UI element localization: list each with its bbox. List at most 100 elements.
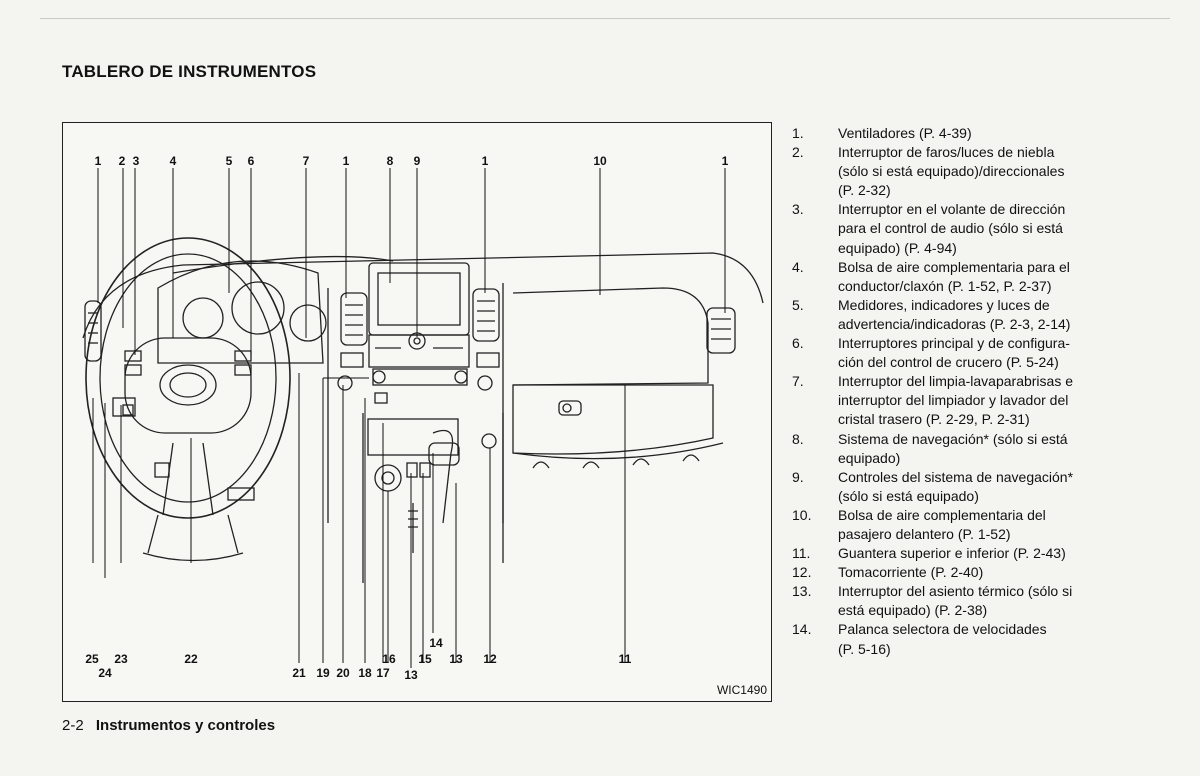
callout-top-6: 6	[248, 154, 255, 168]
dashboard-illustration: 1 2 3 4 5 6 7 1 8 9 1 10 1 25 24 23 22 2…	[62, 122, 772, 702]
legend-item-line: interruptor del limpiador y lavador del	[838, 392, 1069, 409]
legend-item: 11. Guantera superior e inferior (P. 2-43…	[792, 544, 1172, 563]
legend-item-number: 12.	[792, 564, 812, 581]
legend-item-number: 4.	[792, 258, 804, 275]
legend-item-number: 11.	[792, 545, 811, 562]
callout-top-1b: 1	[343, 154, 350, 168]
legend-item-line: Interruptor de faros/luces de niebla	[838, 144, 1055, 161]
legend-item-line: pasajero delantero (P. 1-52)	[838, 525, 1011, 542]
legend-item-line: Bolsa de aire complementaria para el	[838, 258, 1070, 275]
legend-item: 6. Interruptores principal y de configura…	[792, 334, 1172, 372]
callout-bottom-19: 19	[316, 666, 330, 680]
legend-item-line: (sólo si está equipado)/direccionales	[838, 163, 1065, 180]
legend-item-number: 13.	[792, 583, 812, 600]
legend-item-text: Bolsa de aire complementaria para el cond…	[838, 258, 1172, 296]
legend-list: 1. Ventiladores (P. 4-39) 2. Interruptor de…	[792, 124, 1172, 659]
callout-bottom-18: 18	[358, 666, 372, 680]
callout-bottom-21: 21	[292, 666, 306, 680]
legend-item-line: Interruptor del asiento térmico (sólo si	[838, 583, 1073, 600]
legend-item-line: para el control de audio (sólo si está	[838, 220, 1063, 237]
legend-item-line: Ventiladores (P. 4-39)	[838, 125, 972, 141]
legend-item: 5. Medidores, indicadores y luces de adver…	[792, 296, 1172, 334]
legend-item-text: Tomacorriente (P. 2-40)	[838, 563, 1172, 582]
callout-bottom-11: 11	[619, 652, 632, 666]
callout-labels: 1 2 3 4 5 6 7 1 8 9 1 10 1 25 24 23 22 2…	[85, 154, 728, 682]
callout-bottom-13b: 13	[449, 652, 463, 666]
legend-item-number: 1.	[792, 125, 804, 141]
leader-lines	[92, 168, 726, 668]
callout-bottom-13a: 13	[404, 668, 418, 682]
callout-bottom-25: 25	[85, 652, 99, 666]
legend-item: 9. Controles del sistema de navegación* (s…	[792, 468, 1172, 506]
figure-code: WIC1490	[716, 683, 767, 697]
callout-top-2: 2	[119, 154, 126, 168]
legend-item-text: Interruptor de faros/luces de niebla (sól…	[838, 143, 1172, 200]
legend-item-line: equipado) (P. 4-94)	[838, 239, 957, 256]
legend-item-number: 8.	[792, 430, 804, 447]
legend-item: 7.Interruptor del limpia-lavaparabrisas …	[792, 372, 1172, 429]
legend-item: 14. Palanca selectora de velocidades (P. 5…	[792, 620, 1172, 658]
legend-item-line: Interruptor en el volante de dirección	[838, 201, 1066, 218]
legend-item-number: 6.	[792, 335, 804, 352]
callout-top-1c: 1	[482, 154, 489, 168]
callout-bottom-12: 12	[483, 652, 497, 666]
callout-top-10: 10	[593, 154, 607, 168]
dashboard-linework	[82, 237, 764, 583]
callout-top-1d: 1	[722, 154, 729, 168]
legend-item: 1. Ventiladores (P. 4-39)	[792, 124, 1172, 143]
legend-item-number: 14.	[792, 621, 812, 638]
legend-item-line: Palanca selectora de velocidades	[838, 621, 1047, 638]
legend-item-line: ción del control de crucero (P. 5-24)	[838, 354, 1059, 371]
legend-item-line: (P. 5-16)	[838, 640, 891, 657]
legend-item-line: está equipado) (P. 2-38)	[838, 602, 988, 619]
legend-item-line: advertencia/indicadoras (P. 2-3, 2-14)	[838, 315, 1071, 332]
callout-bottom-17: 17	[376, 666, 390, 680]
legend-item-line: Interruptores principal y de configura-	[838, 335, 1070, 352]
legend-item-line: conductor/claxón (P. 1-52, P. 2-37)	[838, 277, 1052, 294]
legend-item-text: Controles del sistema de navegación* (sól…	[838, 468, 1172, 506]
top-rule	[40, 18, 1170, 19]
legend-item-number: 3.	[792, 201, 804, 218]
callout-top-1: 1	[95, 154, 102, 168]
callout-top-8: 8	[387, 154, 394, 168]
callout-bottom-15: 15	[418, 652, 432, 666]
legend-item-line: Guantera superior e inferior (P. 2-43)	[838, 545, 1066, 562]
legend-item-line: Controles del sistema de navegación*	[838, 468, 1074, 485]
callout-top-9: 9	[414, 154, 421, 168]
legend-item-line: Medidores, indicadores y luces de	[838, 296, 1050, 313]
legend-item-number: 5.	[792, 296, 804, 313]
legend-item-text: Interruptor del asiento térmico (sólo si…	[838, 582, 1172, 620]
legend-item: 3. Interruptor en el volante de dirección…	[792, 200, 1172, 257]
legend-item-line: (P. 2-32)	[838, 182, 891, 199]
legend-item-text: Medidores, indicadores y luces de adverte…	[838, 296, 1172, 334]
legend-item-text: Interruptor del limpia-lavaparabrisas e i…	[838, 372, 1172, 429]
legend-item-line: (sólo si está equipado)	[838, 487, 979, 504]
callout-top-7: 7	[303, 154, 310, 168]
section-title: TABLERO DE INSTRUMENTOS	[62, 62, 317, 81]
legend-item-number: 9.	[792, 468, 804, 485]
legend-item: 12. Tomacorriente (P. 2-40)	[792, 563, 1172, 582]
legend-item-line: equipado)	[838, 449, 901, 466]
page-footer: 2-2 Instrumentos y controles	[62, 717, 275, 734]
legend-item-line: Tomacorriente (P. 2-40)	[838, 564, 984, 581]
legend-item-number: 2.	[792, 144, 804, 161]
callout-bottom-16: 16	[382, 652, 396, 666]
callout-top-4: 4	[170, 154, 177, 168]
legend-item-text: Interruptores principal y de configura-c…	[838, 334, 1172, 372]
legend-item: 4. Bolsa de aire complementaria para el co…	[792, 258, 1172, 296]
chapter-title: Instrumentos y controles	[95, 717, 276, 734]
page-number: 2-2	[62, 717, 84, 734]
callout-bottom-20: 20	[336, 666, 350, 680]
callout-bottom-14: 14	[429, 636, 443, 650]
legend-item-text: Palanca selectora de velocidades (P. 5-16…	[838, 620, 1172, 658]
legend-item-line: cristal trasero (P. 2-29, P. 2-31)	[838, 411, 1030, 428]
legend-item-text: Ventiladores (P. 4-39)	[838, 124, 1172, 143]
legend-item-text: Interruptor en el volante de dirección pa…	[838, 200, 1172, 257]
callout-bottom-23: 23	[114, 652, 128, 666]
callout-top-3: 3	[133, 154, 140, 168]
legend-item-line: Interruptor del limpia-lavaparabrisas e	[838, 373, 1073, 390]
